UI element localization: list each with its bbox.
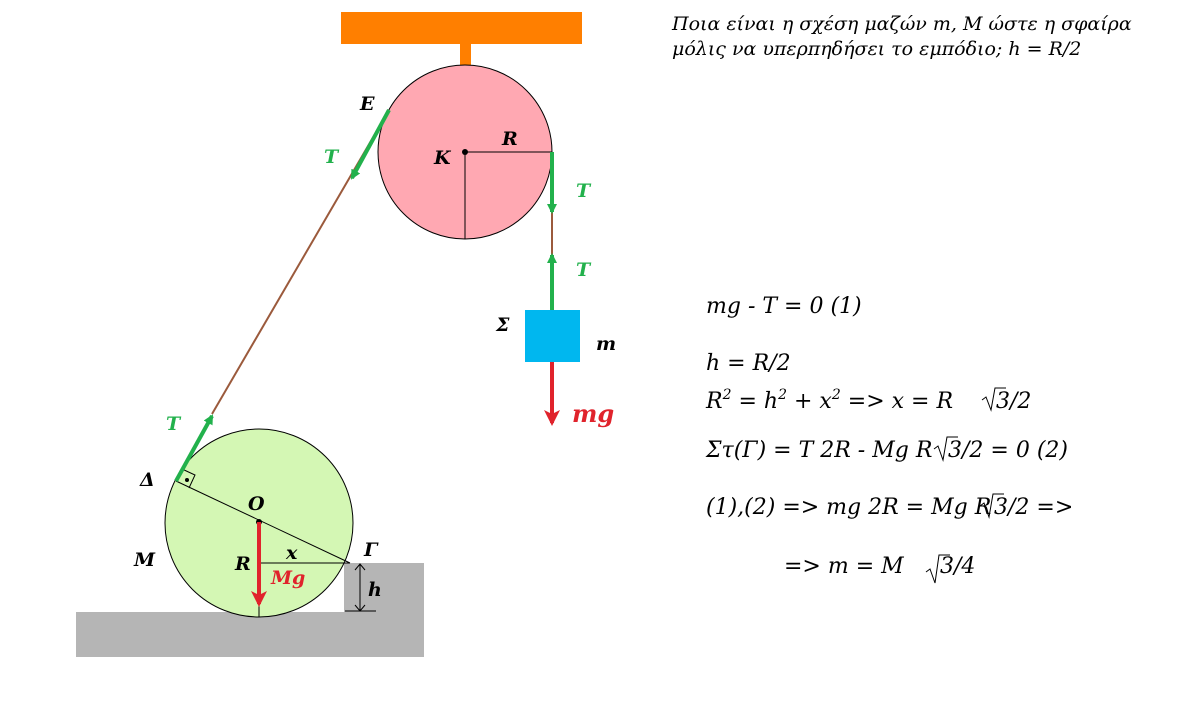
obstacle-step <box>344 563 424 613</box>
equation-2: h = R/2 <box>706 351 791 376</box>
label-e: Ε <box>359 93 375 115</box>
label-m: m <box>596 333 616 355</box>
label-m-ball: M <box>133 549 156 571</box>
ground <box>76 612 424 657</box>
equation-5: (1),(2) => mg 2R = Mg R <box>706 495 991 520</box>
hanging-block <box>525 310 580 362</box>
question-line-1: Ποια είναι η σχέση μαζών m, M ώστε η σφα… <box>671 13 1132 35</box>
label-r-ball: R <box>234 553 251 575</box>
equation-3-sqrt-arg: 3/2 <box>996 389 1031 414</box>
sqrt-sign-eq3 <box>981 387 1006 412</box>
sqrt-sign-eq6 <box>925 554 950 584</box>
equation-6-tail: 3/4 <box>940 554 975 579</box>
label-sigma: Σ <box>495 314 510 336</box>
label-delta: Δ <box>139 469 155 491</box>
label-gamma: Γ <box>363 539 379 561</box>
label-x: x <box>285 542 298 564</box>
equation-4: Στ(Γ) = T 2R - Mg R <box>705 438 932 463</box>
equation-6: => m = M <box>784 554 904 579</box>
ceiling-support <box>341 12 582 44</box>
label-mg: mg <box>572 399 614 428</box>
label-mg-ball: Mg <box>270 567 305 589</box>
sqrt-sign-eq4 <box>933 436 958 462</box>
label-o: O <box>248 493 265 515</box>
question-line-2: μόλις να υπερπηδήσει το εμπόδιο; h = R/2 <box>672 38 1081 60</box>
equation-4-tail: 3/2 = 0 (2) <box>948 438 1068 463</box>
right-angle-marker <box>181 468 196 489</box>
ball-diameter-delta-gamma <box>175 480 351 564</box>
label-k: Κ <box>433 147 452 169</box>
tension-arrow-e <box>350 109 391 180</box>
label-t-bottom: T <box>166 413 182 435</box>
tension-arrow-delta <box>174 414 214 482</box>
label-h: h <box>368 579 382 601</box>
sqrt-sign-eq5 <box>979 493 1004 519</box>
equation-1: mg - T = 0 (1) <box>706 294 862 319</box>
h-dimension-top-tick <box>354 563 366 571</box>
pulley-center-dot <box>462 149 468 155</box>
label-t-right-bottom: T <box>576 259 592 281</box>
right-angle-dot <box>185 478 189 482</box>
label-t-right-top: T <box>576 180 592 202</box>
label-r-pulley: R <box>501 128 518 150</box>
equation-3: R2 = h2 + x2 => x = R <box>705 387 953 414</box>
label-t-left-top: T <box>324 146 340 168</box>
equation-5-tail: 3/2 => <box>994 495 1073 520</box>
